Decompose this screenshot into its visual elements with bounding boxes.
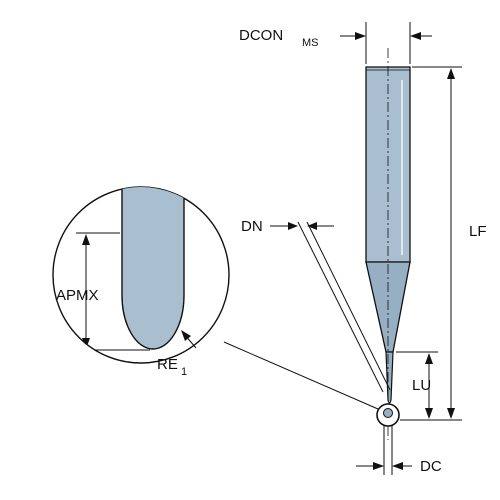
re-label-subscript: 1 (181, 366, 187, 378)
tip-detail-marker (376, 403, 400, 427)
dc-label: DC (420, 458, 442, 475)
lf-label: LF (469, 223, 487, 240)
tool-neck (385, 351, 394, 404)
lu-dimension (396, 351, 438, 419)
magnifier-leader (223, 341, 379, 410)
apmx-label: APMX (56, 287, 99, 304)
lu-label: LU (412, 377, 431, 394)
re-label: RE (157, 356, 178, 373)
lf-dimension (400, 66, 462, 421)
dcon-label-subscript: MS (302, 37, 319, 49)
tool-body (365, 48, 411, 440)
dc-dimension (356, 425, 412, 475)
magnified-tip-view (52, 186, 230, 364)
dcon-dimension (340, 22, 432, 64)
dn-indicator (270, 221, 391, 393)
dcon-label: DCON (239, 27, 283, 44)
dn-label: DN (241, 218, 263, 235)
magnified-ball-nose (121, 187, 185, 350)
